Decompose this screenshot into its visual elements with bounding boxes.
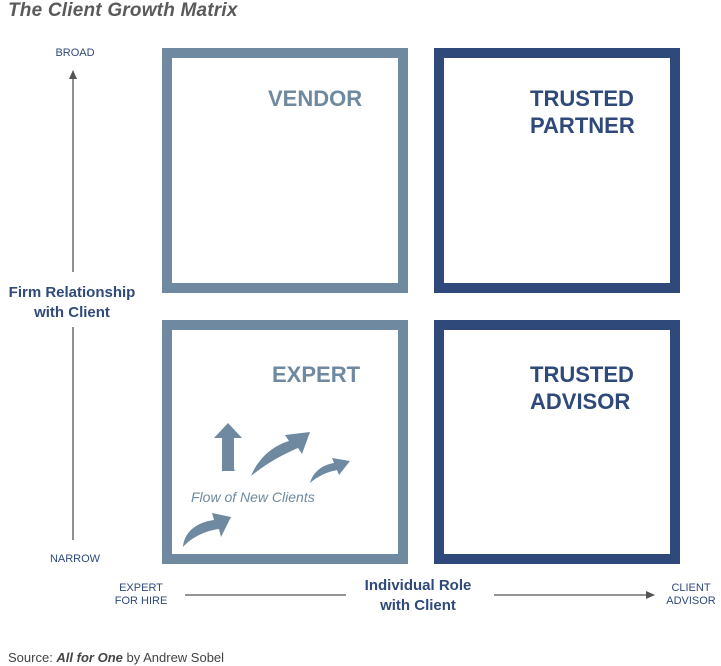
flow-arrow-1 [183, 513, 231, 547]
trusted-partner-line1: TRUSTED [530, 86, 634, 111]
source-suffix: by Andrew Sobel [122, 650, 225, 665]
y-axis-title-line1: Firm Relationship [8, 284, 136, 301]
expert-label: EXPERT [272, 362, 361, 387]
y-axis-title-line2: with Client [34, 304, 110, 321]
x-axis-left-label: EXPERT FOR HIRE [108, 582, 174, 608]
trusted-partner-line2: PARTNER [530, 113, 635, 138]
page-title: The Client Growth Matrix [8, 0, 238, 21]
trusted-partner-label: TRUSTED PARTNER [530, 85, 635, 139]
x-axis-title-line1: Individual Role [364, 577, 472, 594]
flow-arrow-2 [214, 423, 242, 471]
source-book: All for One [56, 650, 123, 665]
x-axis-title-line2: with Client [380, 597, 456, 614]
quadrant-vendor [162, 48, 408, 293]
x-axis-left-line2: FOR HIRE [114, 595, 168, 607]
flow-arrows [183, 423, 350, 547]
quadrant-trusted-partner [434, 48, 680, 293]
source-note: Source: All for One by Andrew Sobel [8, 650, 224, 665]
source-prefix: Source: [8, 650, 57, 665]
x-axis-title: Individual Role with Client [340, 576, 496, 616]
trusted-advisor-line1: TRUSTED [530, 362, 634, 387]
quadrant-trusted-advisor [434, 320, 680, 564]
x-axis-left-line1: EXPERT [119, 582, 163, 594]
y-axis-bottom-label: NARROW [49, 553, 101, 565]
trusted-advisor-label: TRUSTED ADVISOR [530, 361, 634, 415]
flow-arrow-3 [251, 432, 310, 476]
x-axis-right-label: CLIENT ADVISOR [660, 582, 721, 608]
flow-of-new-clients-label: Flow of New Clients [191, 489, 315, 505]
x-axis-right-line2: ADVISOR [666, 595, 716, 607]
vendor-label: VENDOR [268, 86, 363, 111]
y-axis-top-label: BROAD [55, 47, 95, 59]
flow-arrow-4 [310, 458, 350, 483]
quadrant-expert [162, 320, 408, 564]
trusted-advisor-line2: ADVISOR [530, 389, 631, 414]
x-axis-right-line1: CLIENT [671, 582, 711, 594]
y-axis-title: Firm Relationship with Client [0, 283, 144, 323]
